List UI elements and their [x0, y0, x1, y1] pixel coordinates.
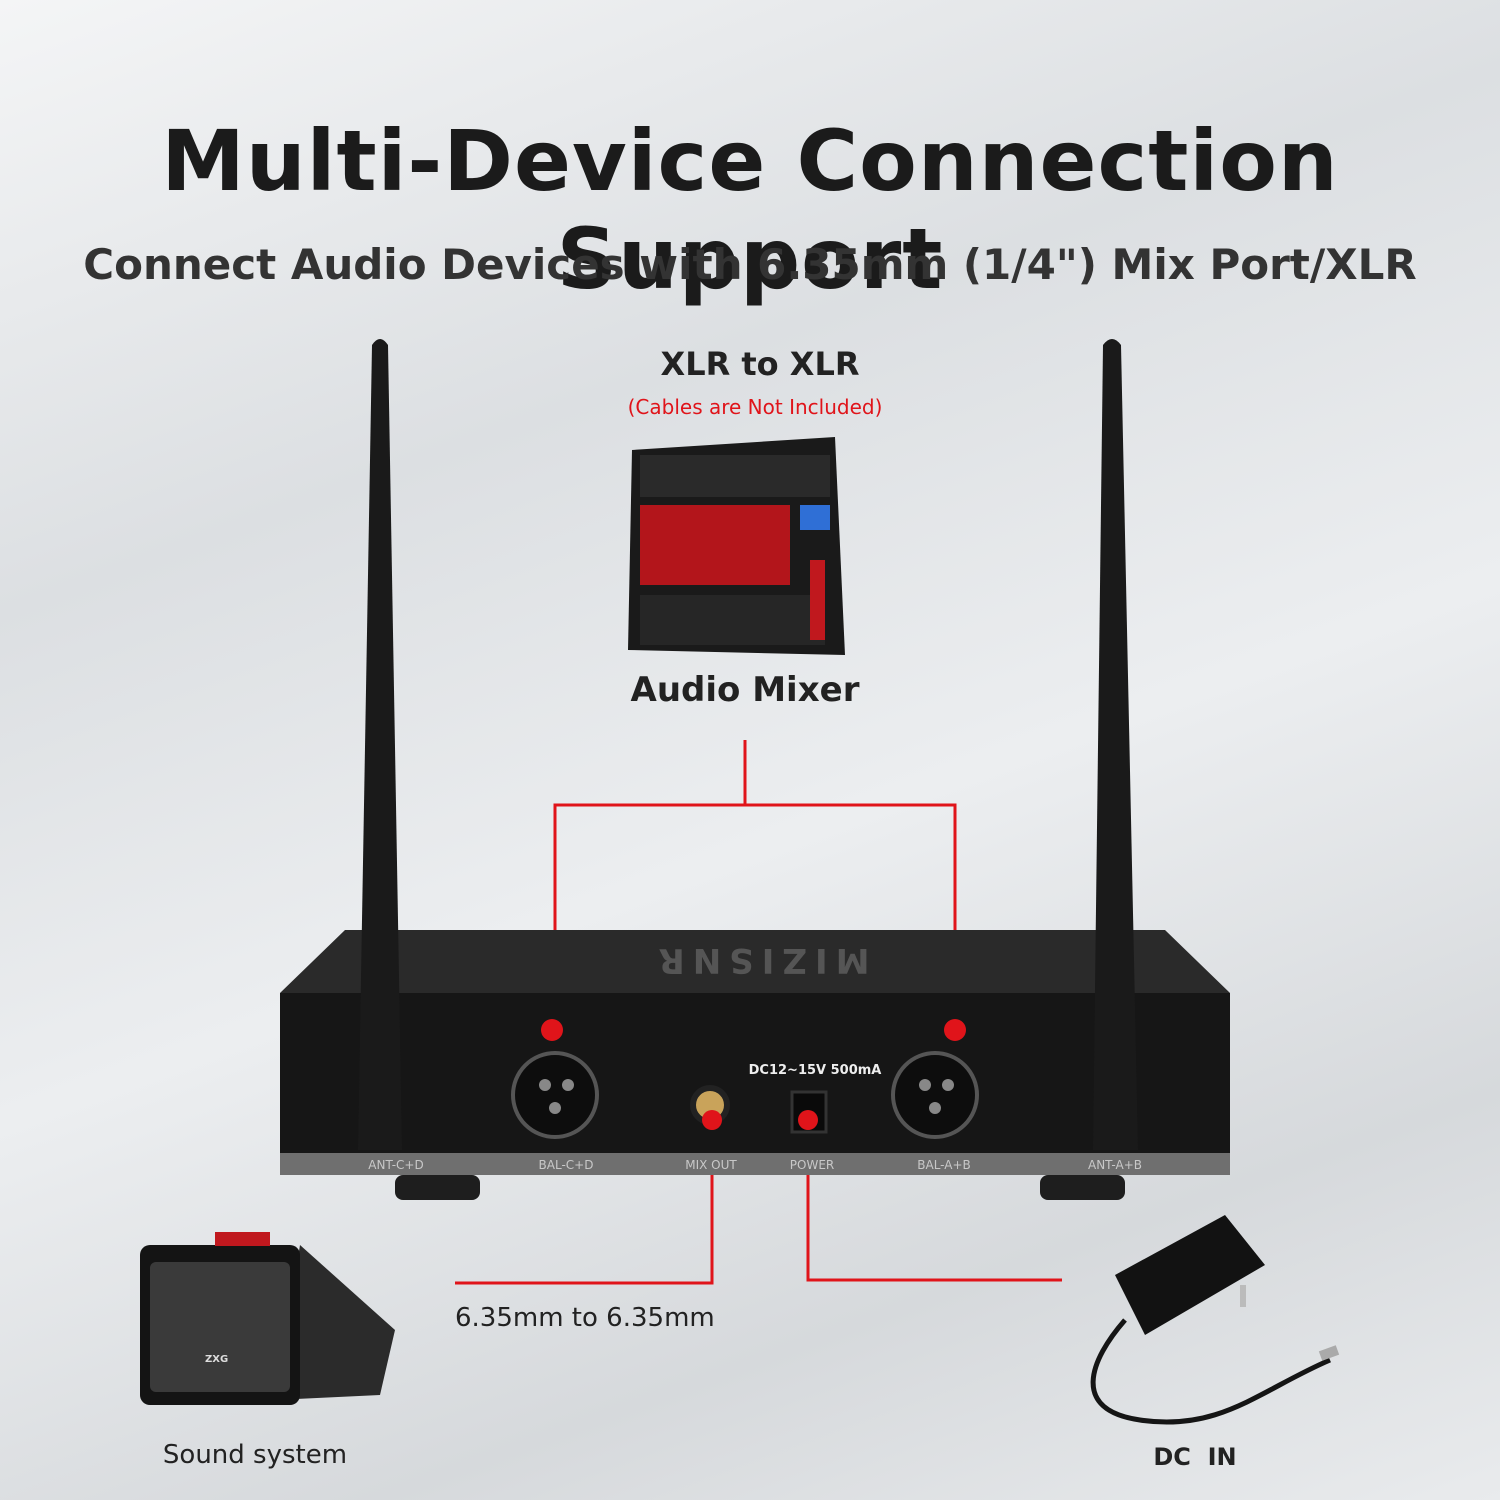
power-adapter-image [1090, 1215, 1340, 1425]
dc-in-label: DC IN [1153, 1443, 1237, 1471]
port-label: ANT-C+D [368, 1158, 424, 1172]
xlr-connector-right [891, 1051, 979, 1139]
antenna-left [358, 339, 402, 1150]
port-label: BAL-C+D [538, 1158, 594, 1172]
port-label: BAL-A+B [917, 1158, 971, 1172]
xlr-connector-left [511, 1051, 599, 1139]
connection-dots [541, 1019, 966, 1130]
audio-mixer-image [628, 437, 845, 655]
wireless-receiver [280, 930, 1230, 1200]
port-label: ANT-A+B [1088, 1158, 1142, 1172]
sound-system-label: Sound system [162, 1440, 348, 1470]
cables-note: (Cables are Not Included) [627, 395, 883, 419]
brand-logo: MIZISNR [650, 940, 870, 980]
audio-mixer-label: Audio Mixer [630, 670, 860, 710]
power-spec-label: DC12~15V 500mA [748, 1063, 882, 1078]
page-subtitle: Connect Audio Devices with 6.35mm (1/4")… [83, 240, 1417, 289]
jack-cable-label: 6.35mm to 6.35mm [455, 1303, 715, 1333]
page-title: Multi-Device Connection Support [161, 112, 1339, 308]
antenna-right [1093, 339, 1138, 1150]
port-label: MIX OUT [685, 1158, 737, 1172]
speaker-badge: ZXG [205, 1354, 229, 1365]
port-label: POWER [789, 1158, 835, 1172]
speaker-image [140, 1232, 395, 1405]
xlr-cable-label: XLR to XLR [660, 345, 860, 383]
